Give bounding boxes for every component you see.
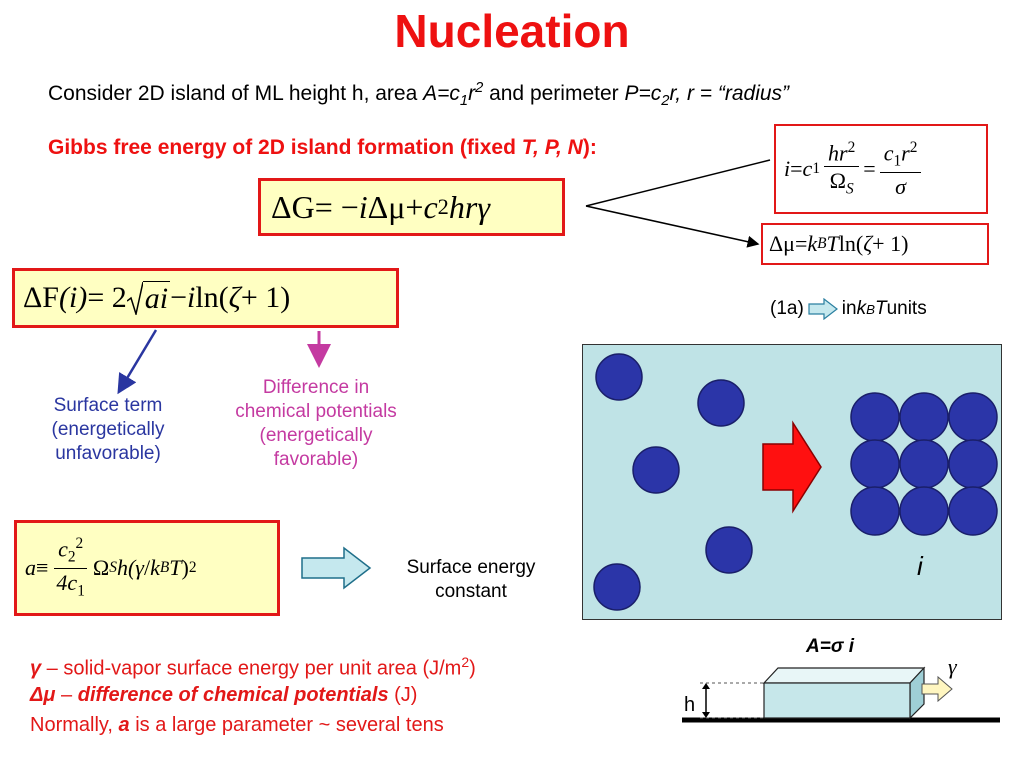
gamma-definition: γ – solid-vapor surface energy per unit … — [30, 654, 476, 680]
gamma-label: γ — [948, 654, 957, 679]
cluster-atom — [850, 439, 900, 489]
atom — [593, 563, 641, 611]
atom — [595, 353, 643, 401]
cluster-atom — [899, 392, 949, 442]
slide-title: Nucleation — [394, 5, 630, 57]
cluster-atom — [948, 392, 998, 442]
chem-term-label: Difference in chemical potentials (energ… — [235, 377, 397, 471]
surface-term-arrow — [117, 329, 158, 395]
intro-text: Consider 2D island of ML height h, area — [48, 82, 424, 105]
dmu-definition: Δμ – difference of chemical potentials (… — [30, 684, 418, 706]
hollow-right-arrow-icon — [301, 546, 372, 590]
gibbs-to-i-line — [585, 159, 771, 207]
free-energy-equation: ΔF(i) = 2 ai − i ln(ζ + 1) — [12, 268, 399, 328]
gamma-arrow-icon — [921, 675, 953, 703]
area-symbol: A=c1r2 — [423, 80, 484, 110]
atom — [632, 446, 680, 494]
perimeter-symbol: P=c2r, r = “radius” — [624, 82, 790, 110]
atoms-illustration — [593, 353, 998, 611]
sqrt-sign: ai — [126, 281, 171, 315]
cluster-atom — [850, 486, 900, 536]
cluster-atom — [899, 439, 949, 489]
cluster-size-label: i — [917, 551, 923, 581]
atom — [705, 526, 753, 574]
surface-energy-label: Surface energy constant — [406, 557, 536, 603]
cluster-atom — [899, 486, 949, 536]
island-diagram — [682, 666, 1000, 723]
right-arrow-icon — [808, 298, 838, 320]
and-perimeter-text: and perimeter — [483, 82, 625, 105]
island-block — [762, 666, 926, 720]
a-parameter-note: Normally, a is a large parameter ~ sever… — [30, 714, 444, 736]
nucleation-panel: i — [582, 344, 1002, 620]
surface-term-label: Surface term (energetically unfavorable) — [51, 395, 165, 465]
island-area-label: A=σ i — [806, 636, 854, 657]
intro-line: Consider 2D island of ML height h, area … — [48, 80, 789, 109]
gibbs-to-dmu-arrow — [585, 205, 760, 248]
cluster-atom — [948, 439, 998, 489]
cluster-atom — [850, 392, 900, 442]
atom — [697, 379, 745, 427]
cluster-atom — [948, 486, 998, 536]
gibbs-heading: Gibbs free energy of 2D island formation… — [48, 136, 597, 159]
height-label: h — [684, 694, 696, 716]
red-arrow-icon — [762, 420, 822, 514]
